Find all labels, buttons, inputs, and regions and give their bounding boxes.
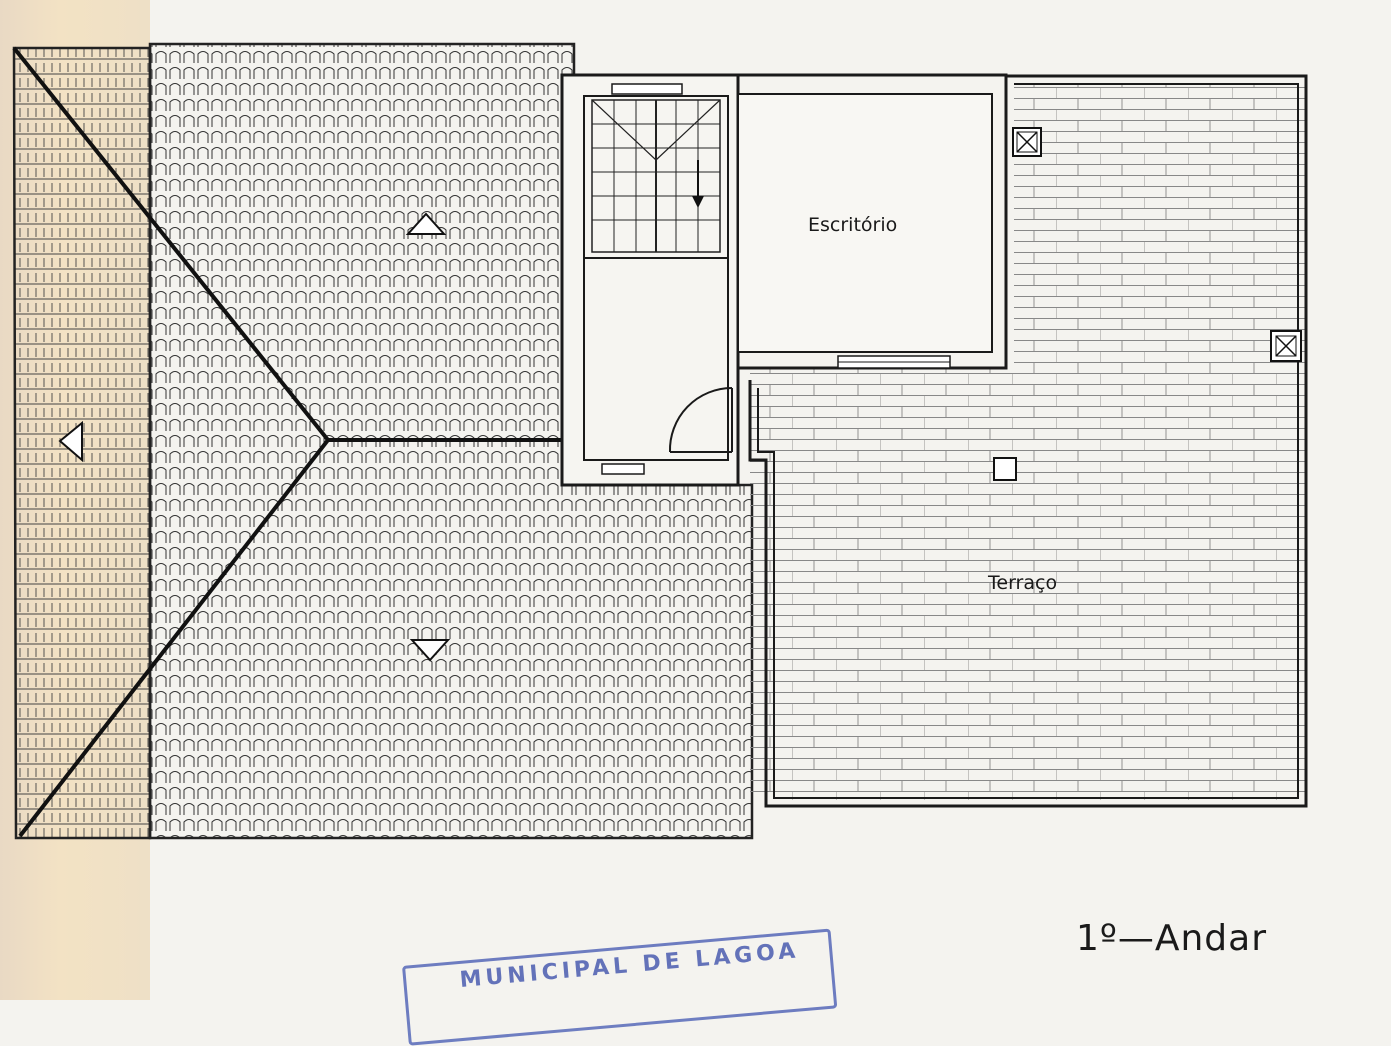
floor-title: 1º—Andar xyxy=(1076,918,1268,959)
roof-ridge-lines xyxy=(12,46,562,838)
stair-core-walls xyxy=(560,73,740,487)
office-room-label: Escritório xyxy=(808,214,898,236)
office-room xyxy=(737,73,1008,370)
terrace-floor xyxy=(748,74,1308,808)
staircase xyxy=(591,99,721,253)
drain-boxes xyxy=(993,127,1302,481)
roof-slope-arrows xyxy=(58,212,451,662)
terrace-label: Terraço xyxy=(988,572,1058,594)
floor-plan-drawing xyxy=(12,42,1308,840)
